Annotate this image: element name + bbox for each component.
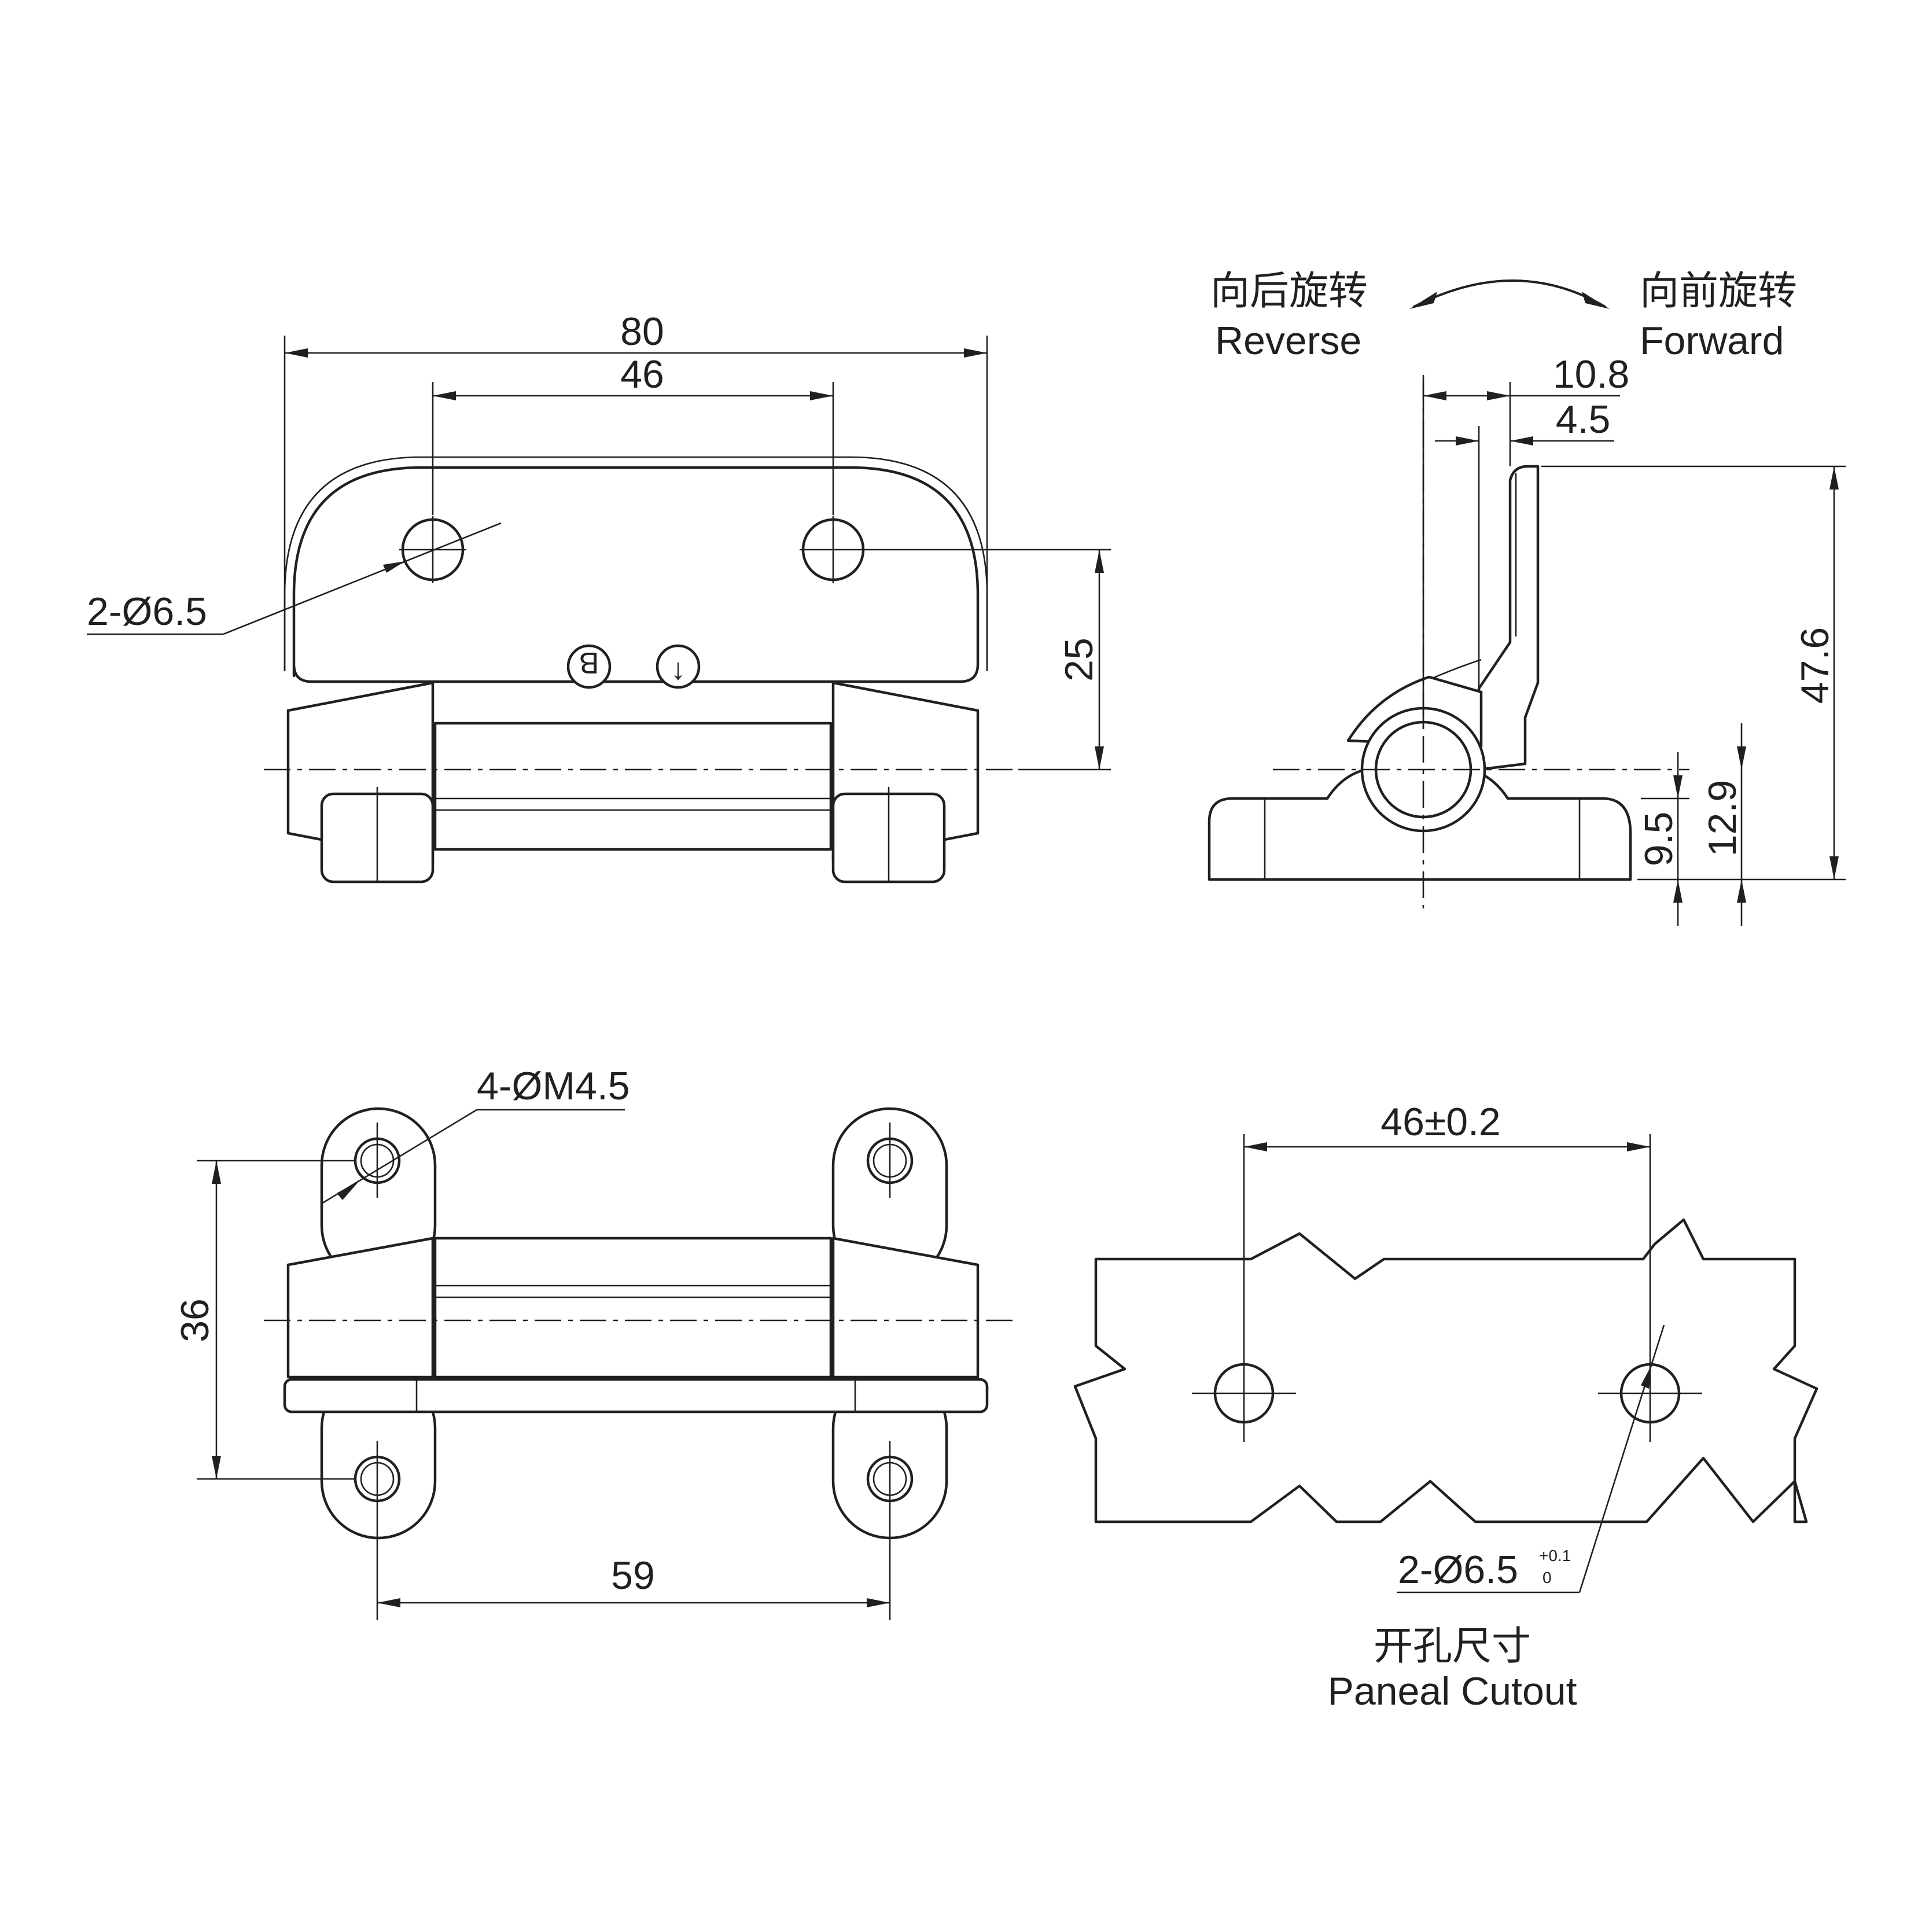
rotation-arrow [1413,279,1606,308]
dim-offset-outer: 10.8 [1553,352,1629,396]
hinge-pin-barrel [433,722,833,851]
dim-pivot-height: 12.9 [1700,780,1744,856]
dim-hole-height: 25 [1057,638,1101,682]
dim-cutout-spacing: 46±0.2 [1381,1100,1501,1144]
label-reverse-en: Reverse [1215,319,1361,363]
bottom-flange [283,1378,989,1414]
dim-hole-spacing: 46 [620,352,664,396]
cutout-view: 46±0.2 2-Ø6.5 +0.1 0 开孔尺寸 Paneal Cutout [1073,1100,1818,1713]
bottom-view: 4-ØM4.5 36 59 [173,1064,1018,1620]
label-forward-en: Forward [1640,319,1784,363]
cutout-tol-upper: +0.1 [1539,1547,1571,1565]
side-view: 向后旋转 Reverse 向前旋转 Forward 10.8 4.5 47.6 … [1208,269,1846,926]
mark-b-label: B [579,646,599,679]
dim-overall-width: 80 [620,310,664,354]
cutout-title-en: Paneal Cutout [1328,1669,1577,1713]
dim-offset-inner: 4.5 [1556,398,1611,441]
thread-callout: 4-ØM4.5 [477,1064,630,1108]
label-reverse-cn: 向后旋转 [1210,269,1368,313]
front-hole-callout: 2-Ø6.5 [87,590,207,634]
cutout-hole-callout: 2-Ø6.5 [1398,1548,1518,1592]
hinge-plate-inner-edge [284,456,988,671]
hinge-plate-outline [292,466,980,683]
front-view: B ↓ 80 46 25 2-Ø6.5 [87,310,1111,884]
cutout-title-cn: 开孔尺寸 [1374,1624,1531,1668]
panel-outline [1073,1218,1818,1523]
dim-hole-pitch-horizontal: 59 [611,1554,655,1598]
mark-arrow-label: ↓ [671,653,686,686]
dim-base-height: 9.5 [1637,812,1681,867]
dim-hole-pitch-vertical: 36 [173,1298,217,1342]
dim-total-height: 47.6 [1793,627,1837,704]
cutout-tol-lower: 0 [1543,1569,1552,1587]
side-leaf-outline [1477,465,1540,771]
label-forward-cn: 向前旋转 [1640,269,1797,313]
